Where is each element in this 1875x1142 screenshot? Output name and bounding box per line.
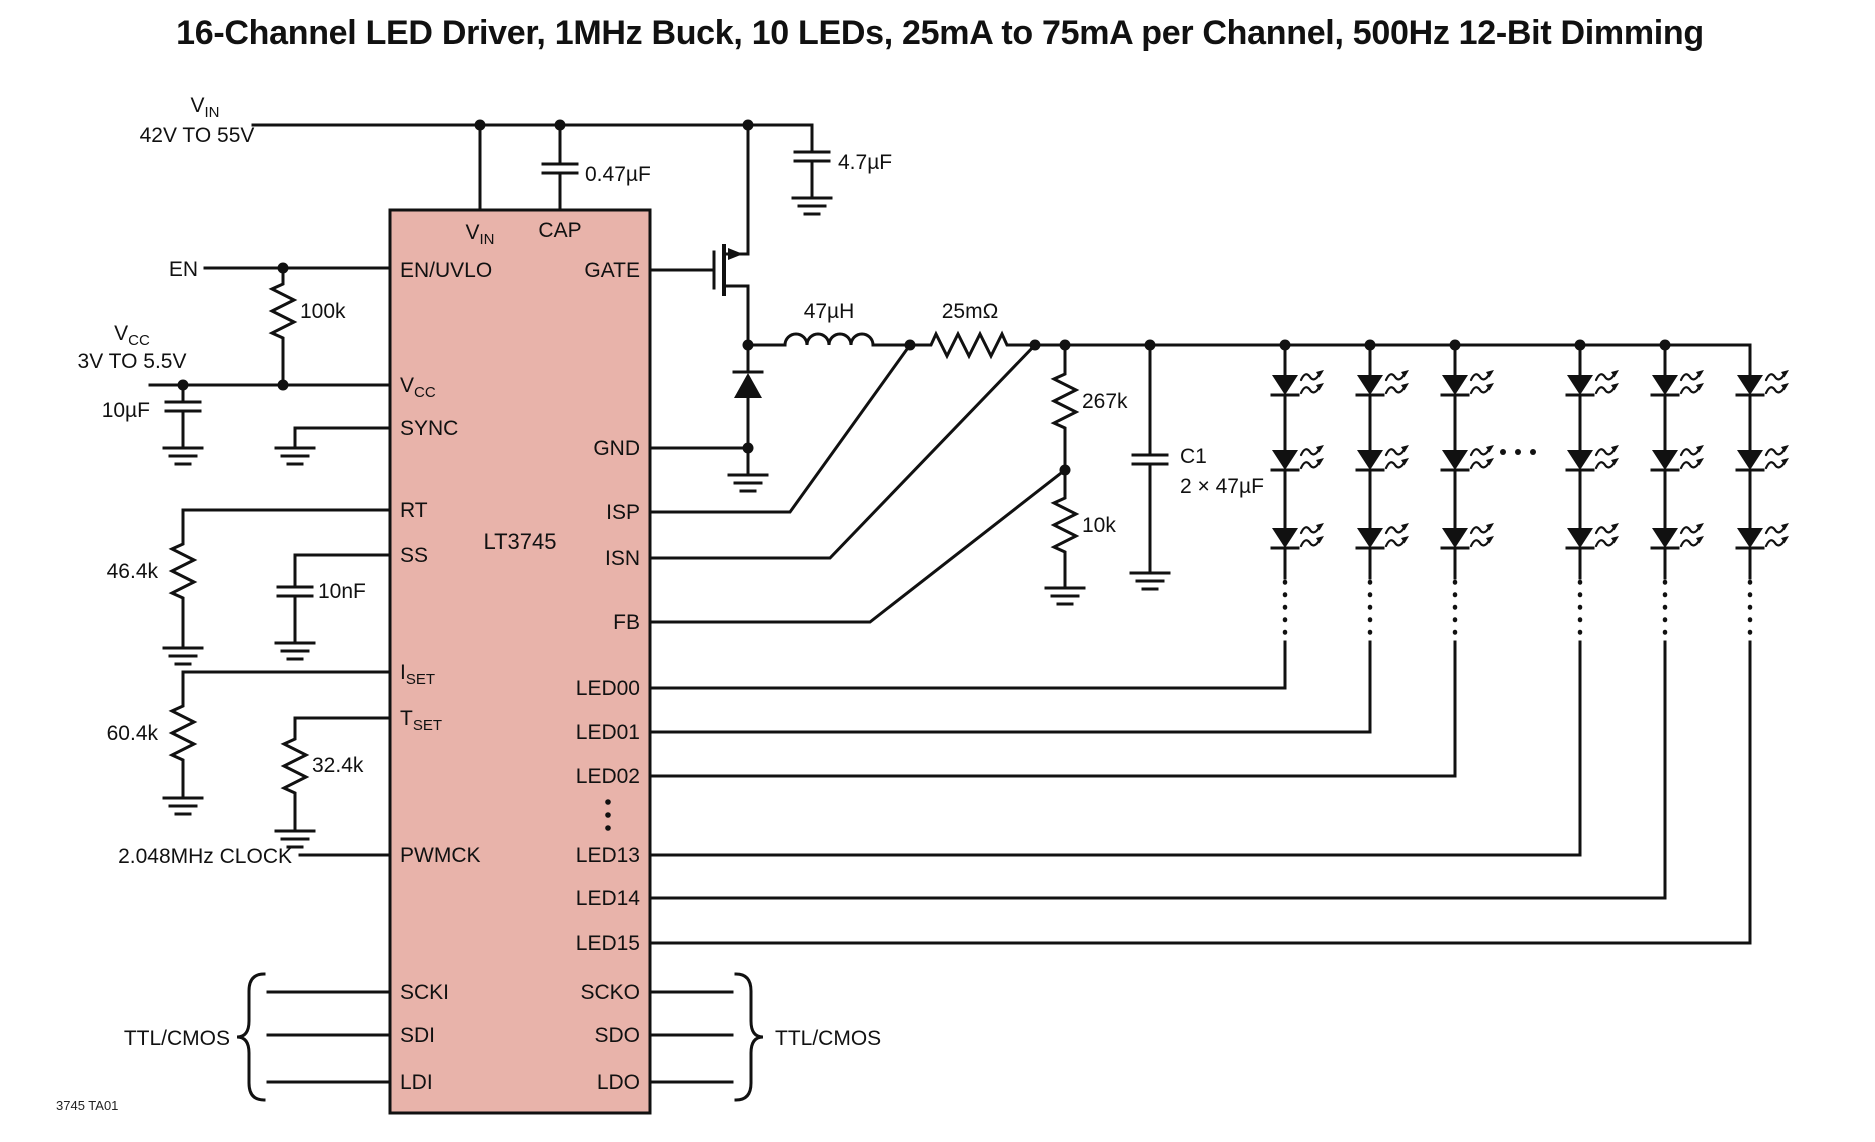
resistor-604k-label: 60.4k	[107, 722, 159, 745]
left-components: EN 100k VCC 3V TO 5.5V 10µF 46.4k 10nF 6…	[78, 258, 392, 1102]
title: 16-Channel LED Driver, 1MHz Buck, 10 LED…	[176, 14, 1704, 52]
c1-ref-label: C1	[1180, 445, 1207, 468]
pin-label-sdo: SDO	[594, 1024, 640, 1047]
pin-label-led14: LED14	[576, 887, 641, 910]
buck-switch	[648, 123, 769, 493]
vcc-range-label: 3V TO 5.5V	[78, 350, 187, 373]
pin-label-tset: TSET	[400, 707, 442, 734]
pin-label-isn: ISN	[605, 547, 640, 570]
ic-block: LT3745 VIN CAP EN/UVLO VCC SYNC RT SS IS…	[388, 208, 652, 1115]
resistor-100k-label: 100k	[300, 300, 346, 323]
pin-label-led00: LED00	[576, 677, 640, 700]
pin-label-sync: SYNC	[400, 417, 458, 440]
inductor-label: 47µH	[804, 300, 855, 323]
pin-label-iset: ISET	[400, 661, 435, 688]
pin-label-pwmck: PWMCK	[400, 844, 481, 867]
pin-label-ldi: LDI	[400, 1071, 433, 1094]
footnote: 3745 TA01	[56, 1098, 118, 1113]
pin-label-gnd: GND	[593, 437, 640, 460]
resistor-267k-label: 267k	[1082, 390, 1128, 413]
wire-fb	[648, 467, 1068, 624]
wire-isp	[648, 342, 913, 514]
mosfet-arrow	[728, 248, 743, 260]
wire-sync	[293, 426, 392, 447]
brace-left	[236, 972, 266, 1102]
led-columns-ellipsis	[1500, 449, 1536, 455]
led-pins-ellipsis	[605, 799, 611, 831]
pin-label-sdi: SDI	[400, 1024, 435, 1047]
led-strings	[648, 343, 1789, 945]
output-stage: 47µH 25mΩ 267k 10k C1 2 × 47µF	[648, 300, 1752, 624]
wire-serial-out	[648, 990, 734, 1084]
pin-label-ldo: LDO	[597, 1071, 640, 1094]
serial-out: TTL/CMOS	[648, 972, 881, 1102]
pin-label-led01: LED01	[576, 721, 640, 744]
pin-label-isp: ISP	[606, 501, 640, 524]
resistor-324k-label: 32.4k	[312, 754, 364, 777]
wire-vin-rail	[251, 123, 814, 212]
clock-label: 2.048MHz CLOCK	[118, 845, 292, 868]
wire-ss	[293, 553, 392, 642]
pin-label-led15: LED15	[576, 932, 640, 955]
pin-label-rt: RT	[400, 499, 428, 522]
en-label: EN	[169, 258, 198, 281]
diode-wires	[648, 343, 764, 474]
ic-part-label: LT3745	[484, 529, 557, 554]
resistor-464k-label: 46.4k	[107, 560, 159, 583]
sense-resistor-label: 25mΩ	[942, 300, 999, 323]
wire-rt	[181, 508, 392, 647]
vcc-supply-label: VCC	[114, 322, 150, 349]
pin-label-cap: CAP	[538, 219, 581, 242]
ttl-cmos-right-label: TTL/CMOS	[775, 1027, 881, 1050]
cap-10nf-label: 10nF	[318, 580, 366, 603]
wire-serial-in	[266, 990, 392, 1084]
ic-body	[388, 208, 652, 1115]
wire-tset	[293, 716, 392, 830]
vin-rail: 0.47µF 4.7µF VIN 42V TO 55V	[140, 94, 892, 216]
ttl-cmos-left-label: TTL/CMOS	[124, 1027, 230, 1050]
pin-label-scki: SCKI	[400, 981, 449, 1004]
c1-value-label: 2 × 47µF	[1180, 475, 1264, 498]
cap-047uf-label: 0.47µF	[585, 163, 651, 186]
pin-label-scko: SCKO	[580, 981, 640, 1004]
wire-iset	[181, 670, 392, 797]
wire-isn	[648, 342, 1038, 560]
resistor-10k-label: 10k	[1082, 514, 1116, 537]
pin-label-fb: FB	[613, 611, 640, 634]
pin-label-en-uvlo: EN/UVLO	[400, 259, 492, 282]
pin-label-led13: LED13	[576, 844, 640, 867]
junction-dots	[177, 119, 1671, 476]
pin-label-ss: SS	[400, 544, 428, 567]
cap-10uf-label: 10µF	[102, 399, 150, 422]
vin-range-label: 42V TO 55V	[140, 124, 255, 147]
brace-right	[734, 972, 764, 1102]
pin-label-led02: LED02	[576, 765, 640, 788]
catch-diode	[734, 373, 762, 398]
pin-label-vcc: VCC	[400, 374, 436, 401]
cap-47uf-label: 4.7µF	[838, 151, 892, 174]
led-channel-wires	[648, 686, 1752, 945]
vin-supply-label: VIN	[190, 94, 219, 121]
pin-label-gate: GATE	[584, 259, 640, 282]
pin-label-vin: VIN	[465, 221, 494, 248]
